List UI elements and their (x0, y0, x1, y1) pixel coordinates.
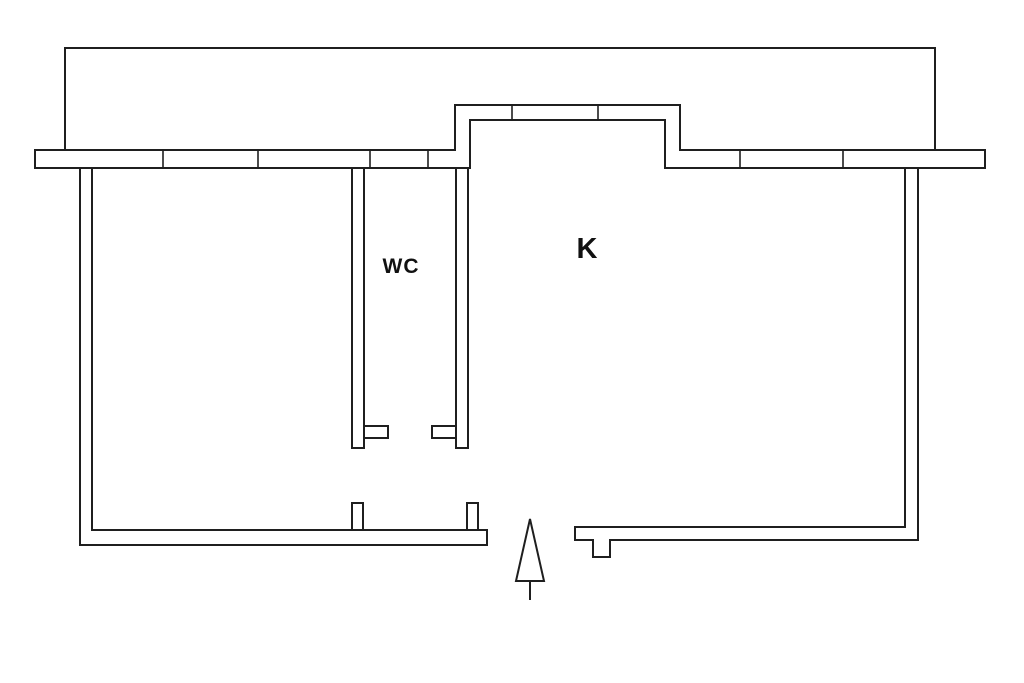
entrance-arrow (514, 518, 546, 600)
window-tick-marks (162, 104, 844, 169)
balcony-outline (64, 47, 936, 151)
kitchen-window-bay (454, 104, 681, 169)
kitchen-room-label: K (577, 233, 598, 265)
bottom-wall-door-jambs (351, 502, 479, 531)
left-exterior-wall (79, 167, 93, 546)
top-wall-band (34, 149, 986, 169)
right-exterior-wall (904, 167, 919, 541)
wc-right-wall (431, 167, 469, 449)
wc-room-label: WC (383, 255, 420, 278)
bottom-wall-left (79, 529, 488, 546)
bottom-wall-right (574, 526, 919, 558)
wc-left-wall (351, 167, 389, 449)
entrance-arrow-head (514, 518, 546, 582)
